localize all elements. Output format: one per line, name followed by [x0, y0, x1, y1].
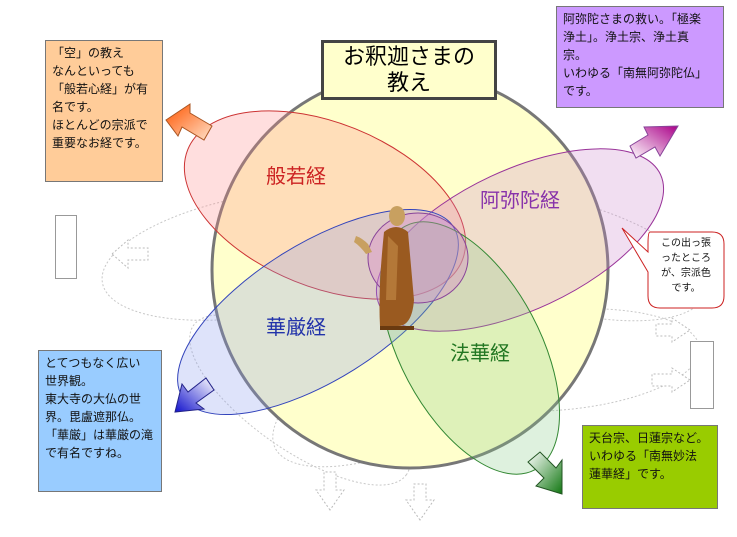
label-hannya: 般若経 — [266, 164, 326, 188]
empty-box-left — [55, 215, 77, 279]
faint-arrows — [111, 238, 691, 521]
label-amida: 阿弥陀経 — [480, 188, 560, 212]
label-kegon: 華厳経 — [266, 315, 326, 339]
amida-arrow-icon — [629, 125, 679, 159]
faint-arrow-right — [651, 367, 691, 393]
kegon-arrow-icon — [174, 377, 215, 413]
faint-arrow-bottom — [405, 483, 435, 521]
faint-arrow-bottom-left — [315, 471, 345, 511]
hannya-arrow-icon — [165, 103, 213, 141]
note-amida: 阿弥陀さまの救い。「極楽 浄土」。浄土宗、浄土真 宗。 いわゆる「南無阿弥陀仏」… — [556, 6, 724, 108]
faint-arrow-right-upper — [655, 317, 691, 343]
empty-box-right — [690, 341, 714, 409]
note-hokke: 天台宗、日蓮宗など。 いわゆる「南無妙法 蓮華経」です。 — [582, 425, 718, 509]
diagram-title: お釈迦さまの 教え — [321, 40, 497, 100]
buddha-statue-icon — [354, 206, 414, 330]
label-hokke: 法華経 — [450, 341, 510, 365]
note-kegon: とてつもなく広い 世界観。 東大寺の大仏の世 界。毘盧遮那仏。 「華厳」は華厳の… — [38, 350, 162, 492]
note-hannya: 「空」の教え なんといっても 「般若心経」が有 名です。 ほとんどの宗派で 重要… — [45, 40, 163, 182]
callout-bubble — [621, 227, 725, 309]
hokke-ellipse — [379, 221, 561, 475]
faint-arrow-left — [111, 238, 149, 270]
hokke-arrow-icon — [527, 451, 563, 495]
callout-text: この出っ張 ったところ が、宗派色 です。 — [661, 238, 711, 294]
